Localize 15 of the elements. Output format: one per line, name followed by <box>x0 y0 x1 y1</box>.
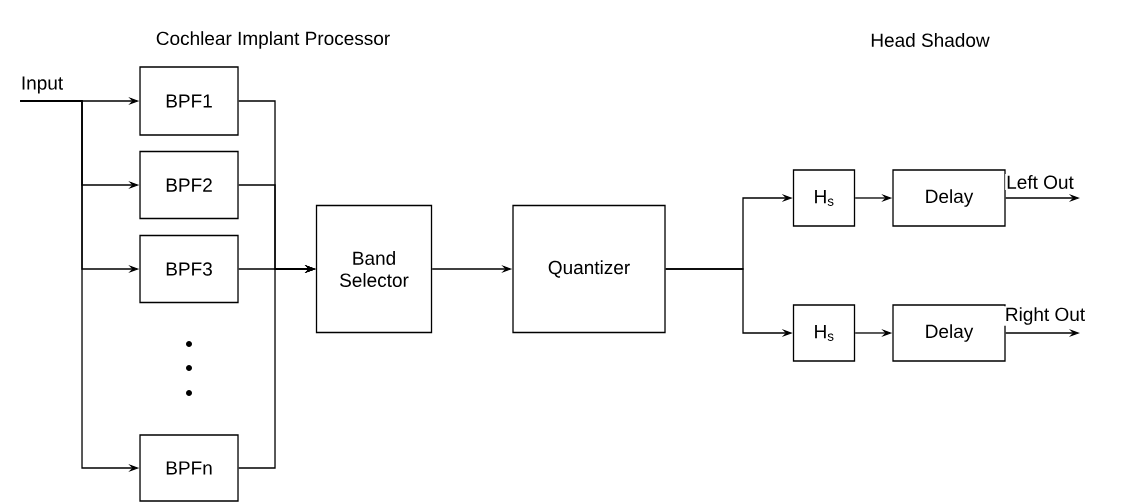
edge-label: Left Out <box>1005 174 1075 190</box>
block-box: H$_{s}$ <box>792 169 856 227</box>
block-box: Delay <box>892 304 1006 362</box>
block-box: BPF1 <box>139 66 239 136</box>
block-box: H$_{s}$ <box>792 304 856 362</box>
block-box: Delay <box>892 169 1006 227</box>
edge-label: Right Out <box>1003 306 1087 326</box>
section-title: Head Shadow <box>871 33 990 47</box>
block-box: BPF3 <box>139 234 239 304</box>
block-box: Quantizer <box>512 204 666 334</box>
input-label: Input <box>22 76 63 94</box>
block-box: Band Selector <box>315 204 433 334</box>
section-title: Cochlear Implant Processor <box>156 31 390 49</box>
block-box: BPF2 <box>139 150 239 220</box>
block-box: BPFn <box>139 434 239 502</box>
